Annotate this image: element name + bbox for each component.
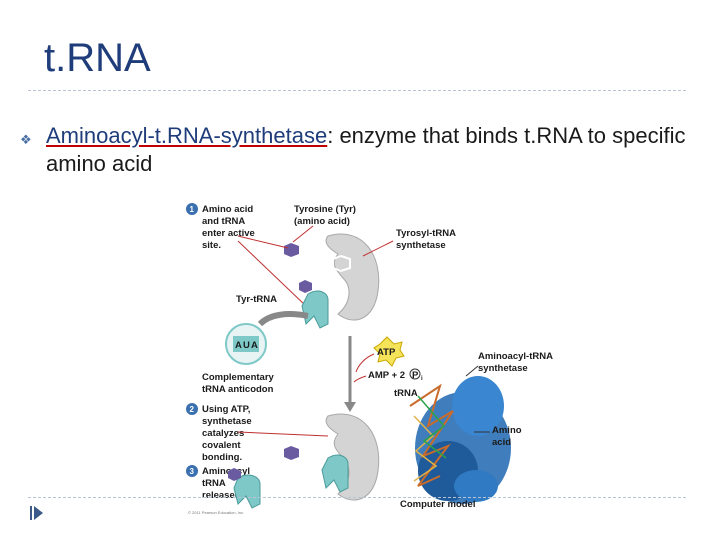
step-2-number: 2 <box>190 405 195 414</box>
pointer-line-2 <box>237 240 307 307</box>
copyright-text: © 2011 Pearson Education, Inc. <box>188 510 244 515</box>
tyrosine-label-1: Tyrosine (Tyr) <box>294 204 356 215</box>
step-2-circle <box>186 403 198 415</box>
bullet-item: ❖ Aminoacyl-t.RNA-synthetase: enzyme tha… <box>20 122 700 178</box>
bullet-term: Aminoacyl-t.RNA-synthetase <box>46 123 328 148</box>
bound-trna-shape <box>321 454 349 493</box>
step-2-line-4: covalent <box>202 440 241 451</box>
pi-circle-icon <box>409 368 421 380</box>
step-1-number: 1 <box>190 205 195 214</box>
computer-model-label: Computer model <box>400 499 475 510</box>
step-1-line-4: site. <box>202 240 221 251</box>
tyrosine-hexagon-icon <box>284 243 299 257</box>
anticodon-letter-2: U <box>243 340 250 351</box>
tyrosyl-label-2: synthetase <box>396 240 446 251</box>
step-2-line-3: catalyzes <box>202 428 244 439</box>
complementary-label-2: tRNA anticodon <box>202 384 274 395</box>
curved-arrow-icon <box>257 311 309 327</box>
tyrosyl-label-1: Tyrosyl-tRNA <box>396 228 456 239</box>
pointer-line-6 <box>465 365 479 377</box>
trna-synthetase-figure: 1 Amino acid and tRNA enter active site.… <box>178 196 568 518</box>
amino-acid-label-1: Amino <box>492 425 522 436</box>
step-3-line-3: released. <box>202 490 243 501</box>
step-2-line-2: synthetase <box>202 416 252 427</box>
step-3-line-1: Aminoacyl <box>202 466 250 477</box>
pi-subscript: i <box>421 376 423 382</box>
atp-label: ATP <box>377 347 396 358</box>
pointer-line-1 <box>237 235 289 249</box>
step-1-line-1: Amino acid <box>202 204 253 215</box>
anticodon-loop-shape <box>233 336 259 352</box>
aminoacyl-synthetase-label-1: Aminoacyl-tRNA <box>478 351 553 362</box>
tyr-trna-shape <box>301 290 329 329</box>
bound-amino-hexagon-icon <box>284 446 299 460</box>
next-slide-icon[interactable] <box>34 506 43 520</box>
step-2-line-1: Using ATP, <box>202 404 250 415</box>
released-amino-hexagon-icon <box>228 468 241 481</box>
complementary-label-1: Complementary <box>202 372 275 383</box>
nav-bar-icon <box>30 506 32 520</box>
step-3-line-2: tRNA <box>202 478 226 489</box>
footer-divider <box>28 497 686 498</box>
anticodon-letter-1: A <box>235 340 242 351</box>
atp-arrow-icon <box>355 353 375 373</box>
released-trna-shape <box>233 474 261 509</box>
down-arrowhead-icon <box>344 402 356 412</box>
tyr-trna-label: Tyr-tRNA <box>236 294 277 305</box>
step-1-line-3: enter active <box>202 228 255 239</box>
aminoacyl-synthetase-label-2: synthetase <box>478 363 528 374</box>
step-2-line-5: bonding. <box>202 452 242 463</box>
bullet-marker-icon: ❖ <box>20 132 32 147</box>
figure-illustration: 1 Amino acid and tRNA enter active site.… <box>186 203 553 515</box>
title-divider <box>28 90 686 91</box>
tyrosyl-synthetase-shape <box>325 233 380 321</box>
pointer-line-4 <box>362 240 394 257</box>
step-3-circle <box>186 465 198 477</box>
pi-label: P <box>412 370 419 381</box>
trna-label: tRNA <box>394 388 418 399</box>
step-3-number: 3 <box>190 467 195 476</box>
slide-title: t.RNA <box>44 36 151 80</box>
bullet-definition: : enzyme that binds t.RNA to specific am… <box>46 123 686 176</box>
pointer-line-5 <box>237 431 329 437</box>
active-site-icon <box>332 254 351 273</box>
bullet-text: Aminoacyl-t.RNA-synthetase: enzyme that … <box>46 122 700 178</box>
amp-label: AMP + 2 <box>368 370 405 381</box>
anticodon-letter-3: A <box>251 340 258 351</box>
computer-model-illustration <box>409 376 511 504</box>
tyrosine-label-2: (amino acid) <box>294 216 350 227</box>
amp-arrow-icon <box>353 375 367 383</box>
pointer-line-3 <box>292 225 314 243</box>
amino-acid-label-2: acid <box>492 437 511 448</box>
step-1-circle <box>186 203 198 215</box>
tyr-hexagon-icon <box>299 280 312 293</box>
atp-burst-icon <box>373 336 405 367</box>
step-1-line-2: and tRNA <box>202 216 245 227</box>
